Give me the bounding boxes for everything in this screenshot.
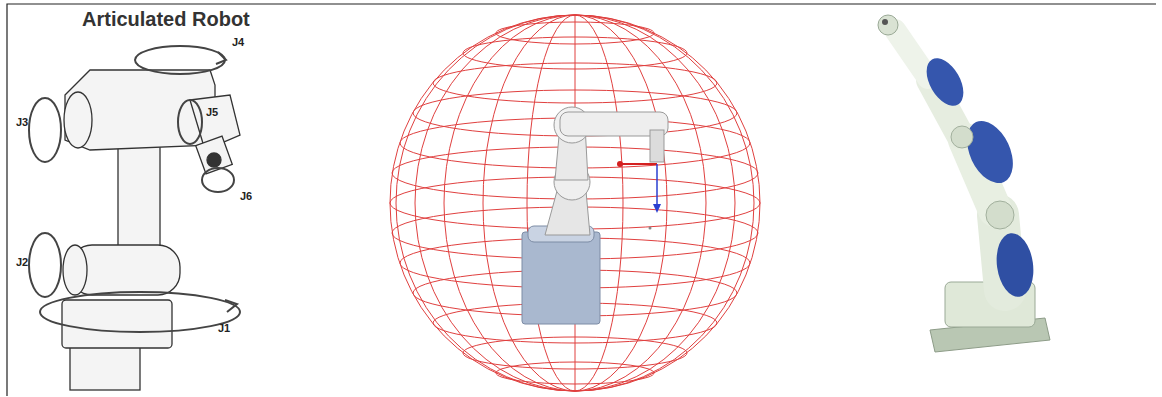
robot-tool (207, 153, 221, 167)
longitude-line (396, 15, 754, 391)
sphere-outline (390, 15, 760, 391)
envelope-sphere (390, 15, 760, 391)
photo-joint (951, 126, 973, 148)
diagram-title: Articulated Robot (82, 8, 250, 31)
ring-j1 (40, 292, 240, 332)
axis-z-head (653, 204, 661, 213)
photo-blue-cover (958, 114, 1022, 191)
arrow-j4 (216, 52, 226, 64)
ring-j4 (135, 46, 225, 74)
robot-turntable (62, 300, 172, 348)
joint-label: J6 (240, 190, 252, 202)
joint-label: J4 (232, 36, 244, 48)
axis-x (622, 163, 657, 165)
sphere-robot-wrist (650, 130, 664, 162)
longitude-line (483, 15, 667, 391)
ring-j3 (29, 98, 61, 162)
photo-joint (986, 201, 1014, 229)
photo-blue-cover (919, 52, 971, 112)
axis-z (656, 164, 658, 206)
joint-rings (29, 46, 240, 332)
sphere-robot (522, 107, 668, 324)
ring-j6 (202, 168, 234, 192)
target-dot (649, 227, 652, 230)
joint-label: J2 (16, 256, 28, 268)
photo-blue-cover (993, 231, 1038, 299)
robot-photo (878, 15, 1050, 352)
ring-j5 (178, 100, 202, 144)
robot-elbow-cap (64, 92, 92, 148)
robot-base (70, 345, 140, 390)
longitude-line (527, 15, 623, 391)
ring-j2 (29, 233, 61, 297)
photo-head (878, 15, 898, 35)
joint-label: J5 (206, 106, 218, 118)
robot-line-drawing (62, 70, 240, 390)
photo-wrist-link (895, 30, 928, 78)
photo-tool (882, 19, 888, 25)
joint-label: J3 (16, 116, 28, 128)
joint-label: J1 (218, 322, 230, 334)
longitude-line (444, 15, 706, 391)
arrow-j1 (225, 300, 237, 312)
sphere-robot-base (522, 232, 600, 324)
axis-x-head (617, 161, 623, 167)
longitude-line (415, 15, 735, 391)
frame-line (7, 4, 1156, 396)
robot-shoulder-cap (63, 245, 87, 295)
